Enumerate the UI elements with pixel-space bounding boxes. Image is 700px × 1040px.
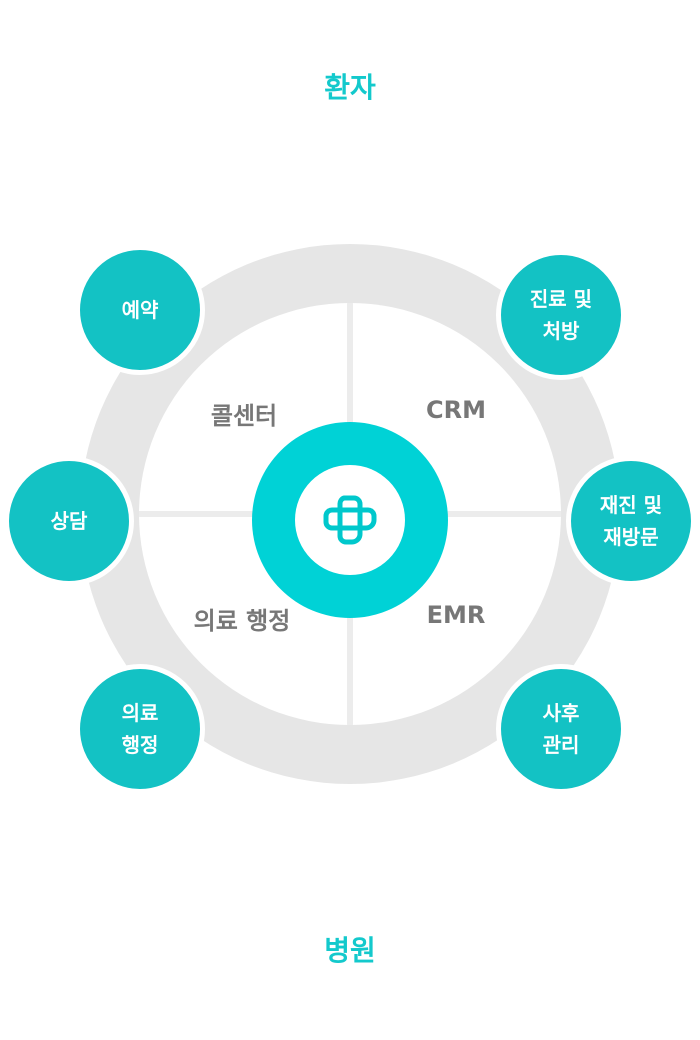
node-treatment-line2: 처방 bbox=[542, 319, 580, 343]
quadrant-medical-administration: 의료 행정 bbox=[193, 607, 291, 635]
node-administration-line1: 의료 bbox=[121, 701, 159, 725]
node-medical-administration: 의료 행정 bbox=[75, 664, 205, 794]
medical-cross-logo-icon bbox=[323, 495, 377, 545]
hospital-label: 병원 bbox=[324, 934, 376, 967]
quadrant-emr: EMR bbox=[426, 601, 486, 629]
hub-inner-circle bbox=[295, 465, 405, 575]
patient-label: 환자 bbox=[324, 71, 376, 104]
node-revisit: 재진 및 재방문 bbox=[566, 456, 696, 586]
node-reservation: 예약 bbox=[75, 245, 205, 375]
node-treatment-prescription: 진료 및 처방 bbox=[496, 250, 626, 380]
node-aftercare-line2: 관리 bbox=[542, 733, 580, 757]
node-revisit-line2: 재방문 bbox=[603, 525, 659, 549]
node-reservation-line1: 예약 bbox=[121, 298, 159, 322]
quadrant-call-center: 콜센터 bbox=[210, 402, 278, 430]
node-administration-line2: 행정 bbox=[121, 733, 159, 757]
node-consultation: 상담 bbox=[4, 456, 134, 586]
node-treatment-line1: 진료 및 bbox=[529, 287, 593, 311]
node-consultation-line1: 상담 bbox=[50, 509, 88, 533]
node-revisit-line1: 재진 및 bbox=[599, 493, 663, 517]
node-aftercare: 사후 관리 bbox=[496, 664, 626, 794]
node-aftercare-line1: 사후 bbox=[542, 701, 580, 725]
quadrant-crm: CRM bbox=[426, 396, 486, 424]
